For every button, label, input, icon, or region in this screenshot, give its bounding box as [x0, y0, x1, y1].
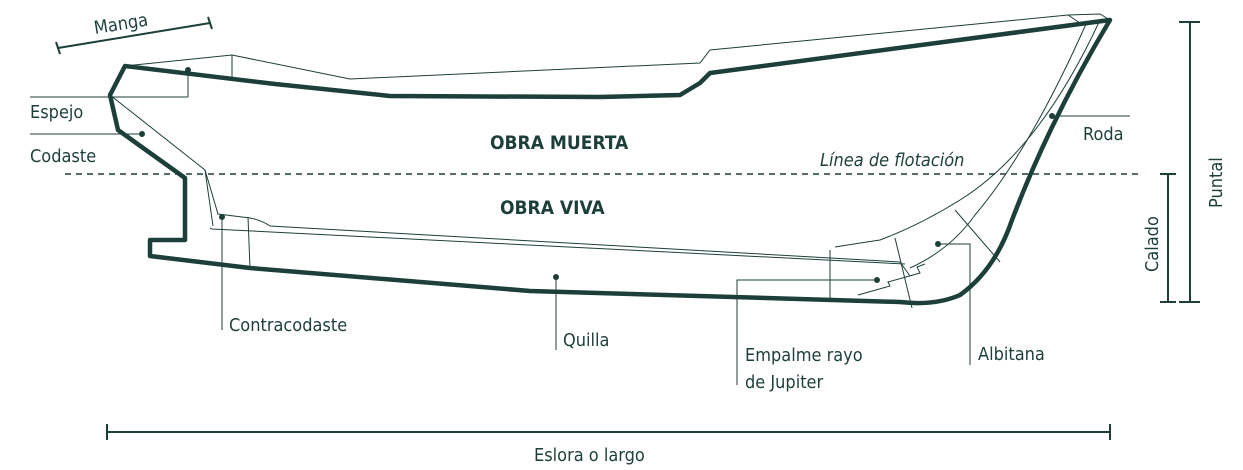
albitana-leader — [938, 243, 971, 365]
codaste-dot — [139, 131, 145, 137]
gunwale-line — [124, 13, 1111, 80]
label-contracodaste: Contracodaste — [229, 315, 347, 336]
empalme-tick-2 — [894, 237, 913, 309]
label-eslora: Eslora o largo — [534, 445, 645, 466]
label-puntal: Puntal — [1206, 157, 1227, 208]
albitana-dot — [935, 241, 941, 247]
hull-outline — [107, 17, 1113, 306]
label-empalme-line1: Empalme rayo — [745, 345, 863, 366]
label-codaste: Codaste — [30, 146, 96, 167]
roda-dot — [1049, 113, 1055, 119]
albitana-tick — [954, 209, 1001, 263]
label-linea-flotacion: Línea de flotación — [820, 150, 964, 171]
roda-inner — [834, 19, 1101, 248]
label-roda: Roda — [1083, 124, 1124, 145]
quilla-dot — [553, 274, 559, 280]
bow-tick — [1067, 14, 1081, 24]
label-obra-muerta: OBRA MUERTA — [490, 132, 629, 154]
contracodaste-outline — [204, 169, 911, 277]
keelson-line — [209, 227, 906, 265]
contracodaste-dot — [219, 214, 225, 220]
contracodaste-tick — [247, 216, 251, 269]
empalme-dot — [874, 277, 880, 283]
puntal-dimension — [1179, 21, 1200, 303]
calado-dimension — [1160, 173, 1176, 303]
manga-dimension — [55, 16, 213, 55]
empalme-joint — [857, 263, 926, 296]
empalme-leader — [736, 279, 877, 385]
label-calado: Calado — [1142, 216, 1163, 272]
label-empalme-line2: de Jupiter — [745, 372, 824, 393]
eslora-dimension — [106, 424, 1111, 440]
albitana-outline — [909, 23, 1087, 269]
label-obra-viva: OBRA VIVA — [500, 197, 605, 219]
espejo-dot — [185, 67, 191, 73]
label-albitana: Albitana — [978, 344, 1045, 365]
label-espejo: Espejo — [30, 102, 83, 123]
label-quilla: Quilla — [563, 330, 609, 351]
